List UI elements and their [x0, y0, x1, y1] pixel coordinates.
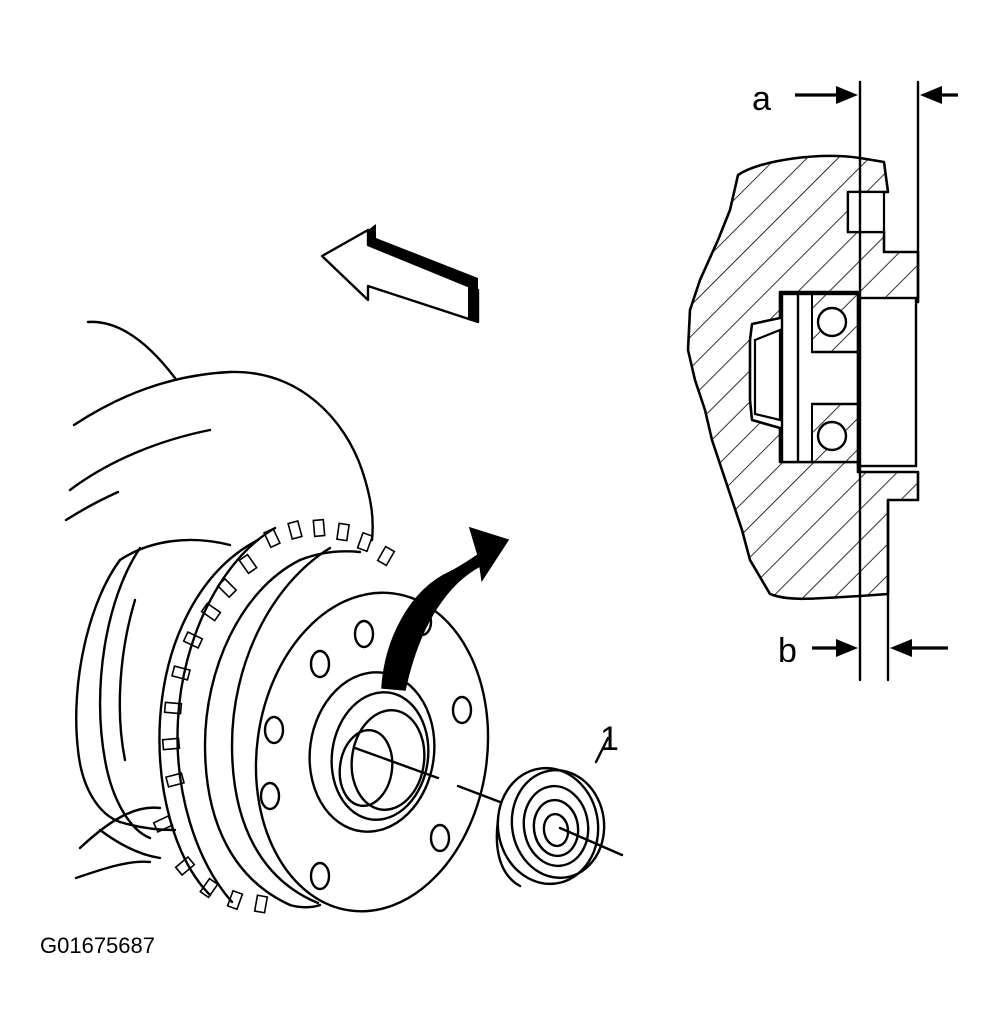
abs-tone-ring [152, 518, 396, 914]
mounting-bracket [74, 806, 162, 880]
figure-code: G01675687 [40, 933, 155, 958]
curved-removal-arrow [381, 526, 510, 691]
label-b: b [778, 632, 797, 670]
dimension-b-arrows [812, 639, 948, 657]
bearing-section-view [686, 80, 958, 682]
direction-arrow [320, 224, 480, 324]
dimension-a-arrows [795, 86, 958, 104]
label-part-1: 1 [600, 720, 619, 758]
hub-body [203, 546, 362, 909]
hub-illustration [64, 224, 624, 914]
wheel-bearing [495, 736, 610, 888]
axis-line [353, 746, 624, 857]
label-a: a [752, 80, 771, 118]
hub-flange [254, 591, 490, 913]
suspension-outline [64, 320, 374, 542]
dust-shield [75, 538, 232, 840]
